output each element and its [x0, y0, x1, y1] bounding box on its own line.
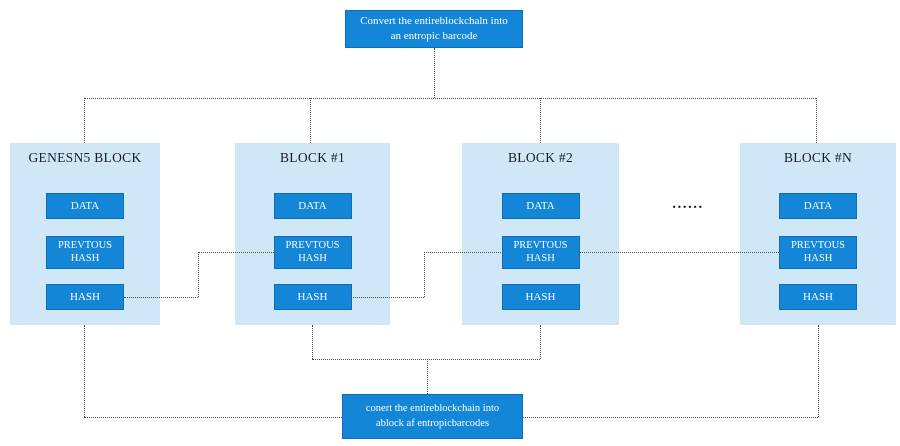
block-n-title: BLOCK #N — [783, 150, 853, 165]
block-genesis-prev-hash-box: PREVTOUS HASH — [46, 236, 124, 269]
block-1-hash-box: HASH — [273, 284, 352, 310]
link-block1-hash-out — [351, 297, 424, 298]
link-genesis-hash-out — [124, 297, 198, 298]
block-2-hash-box: HASH — [501, 284, 580, 310]
block-genesis: GENESN5 BLOCK DATA PREVTOUS HASH HASH — [10, 143, 160, 325]
block-n-prev-hash-box: PREVTOUS HASH — [779, 236, 857, 269]
top-annotation-text: Convert the entireblockchaln into an ent… — [360, 15, 508, 42]
ellipsis-dots: ...... — [672, 196, 704, 212]
bottom-annotation-text: conert the entireblockchain into ablock … — [365, 403, 500, 429]
connector-drop-block2 — [540, 98, 541, 143]
block-1-data-box: DATA — [273, 193, 352, 219]
connector-inner-to-box — [427, 359, 428, 394]
link-genesis-riser — [198, 252, 199, 297]
block-n-hash-box: HASH — [779, 284, 857, 310]
connector-inner-bus — [312, 359, 540, 360]
connector-outer-right — [523, 417, 818, 418]
connector-outer-left — [84, 417, 342, 418]
block-1-prev-hash-box: PREVTOUS HASH — [273, 236, 352, 269]
connector-block2-down — [540, 325, 541, 359]
block-1: BLOCK #1 DATA PREVTOUS HASH HASH — [235, 143, 390, 325]
connector-drop-block1 — [310, 98, 311, 143]
block-2-data-box: DATA — [501, 193, 580, 219]
block-genesis-hash-box: HASH — [46, 284, 124, 310]
block-n: BLOCK #N DATA PREVTOUS HASH HASH — [740, 143, 896, 325]
link-block2-to-blockn-prev — [579, 252, 779, 253]
block-2-prev-hash-box: PREVTOUS HASH — [501, 236, 580, 269]
link-genesis-to-block1-prev — [198, 252, 274, 253]
connector-top-vertical — [434, 48, 435, 98]
block-2: BLOCK #2 DATA PREVTOUS HASH HASH — [462, 143, 619, 325]
connector-drop-blockn — [816, 98, 817, 143]
link-block1-riser — [424, 252, 425, 297]
block-genesis-data-box: DATA — [46, 193, 124, 219]
connector-block1-down — [312, 325, 313, 359]
connector-genesis-down — [84, 325, 85, 417]
connector-top-bus — [84, 98, 816, 99]
link-block1-to-block2-prev — [424, 252, 501, 253]
bottom-annotation-box: conert the entireblockchain into ablock … — [342, 394, 523, 439]
block-genesis-title: GENESN5 BLOCK — [28, 150, 142, 165]
block-2-title: BLOCK #2 — [507, 150, 574, 165]
connector-blockn-down — [818, 325, 819, 417]
top-annotation-box: Convert the entireblockchaln into an ent… — [345, 10, 523, 48]
block-1-title: BLOCK #1 — [279, 150, 346, 165]
block-n-data-box: DATA — [779, 193, 857, 219]
connector-drop-genesis — [84, 98, 85, 143]
